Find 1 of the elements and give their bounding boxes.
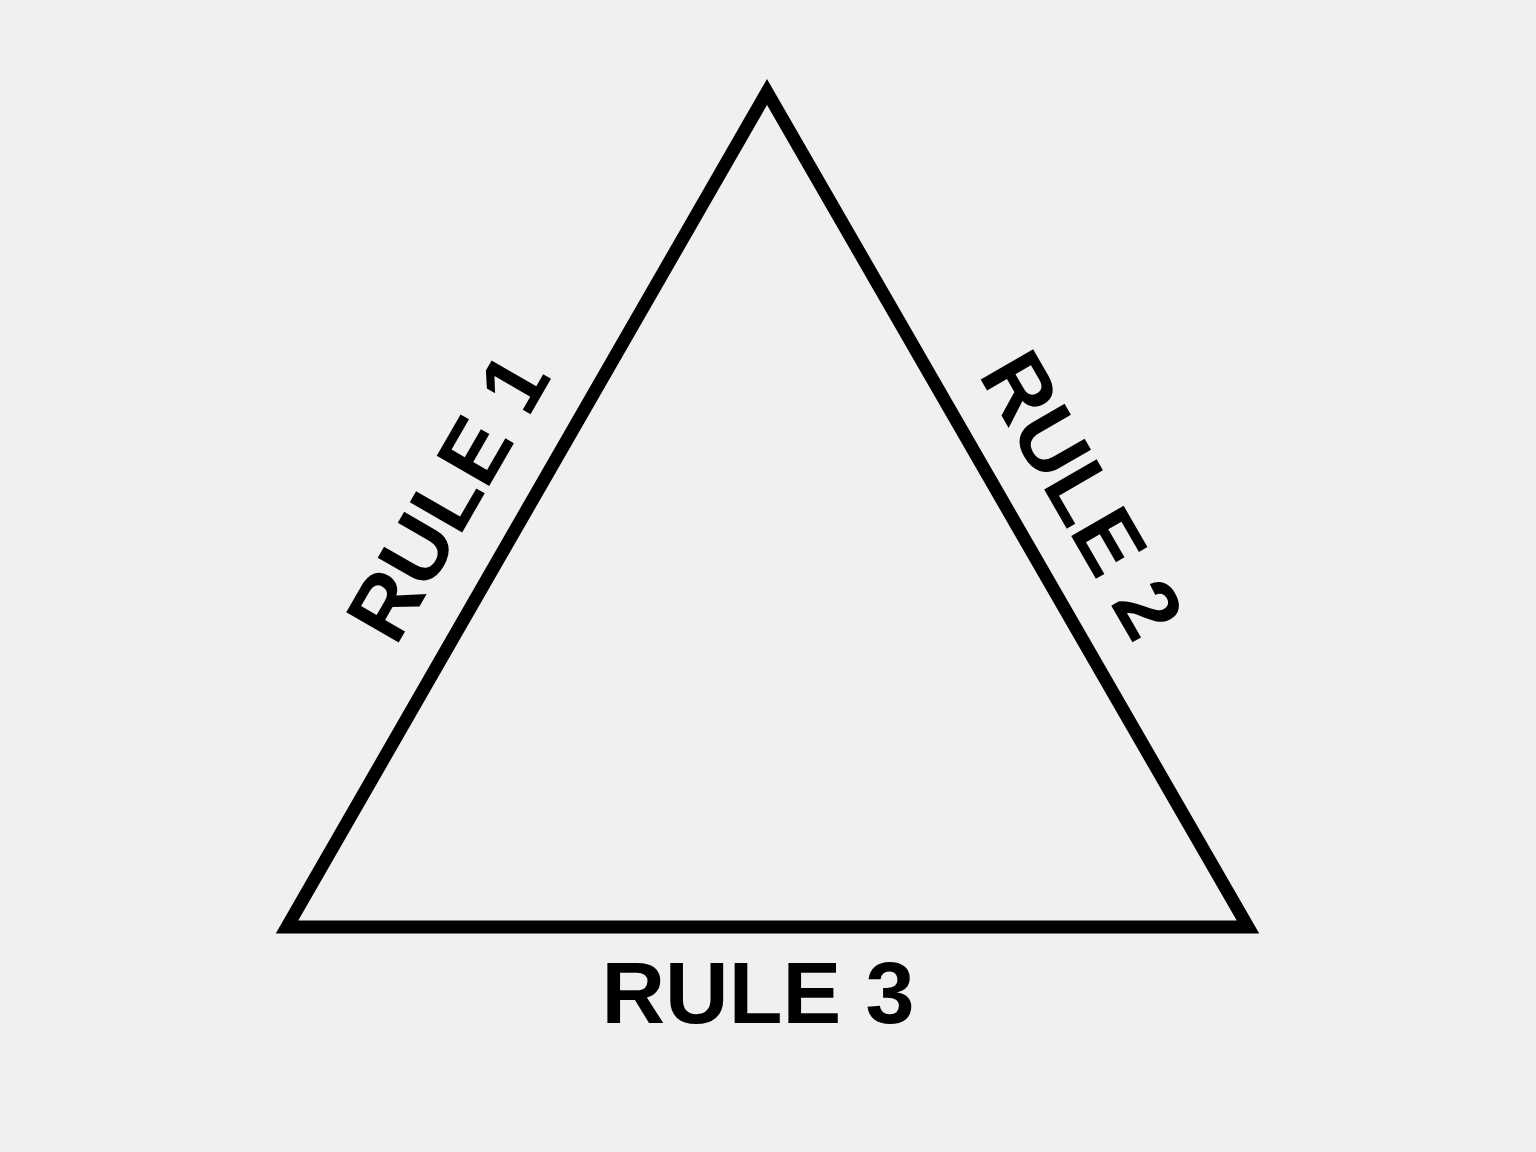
side-label: RULE 3 xyxy=(601,949,915,1037)
